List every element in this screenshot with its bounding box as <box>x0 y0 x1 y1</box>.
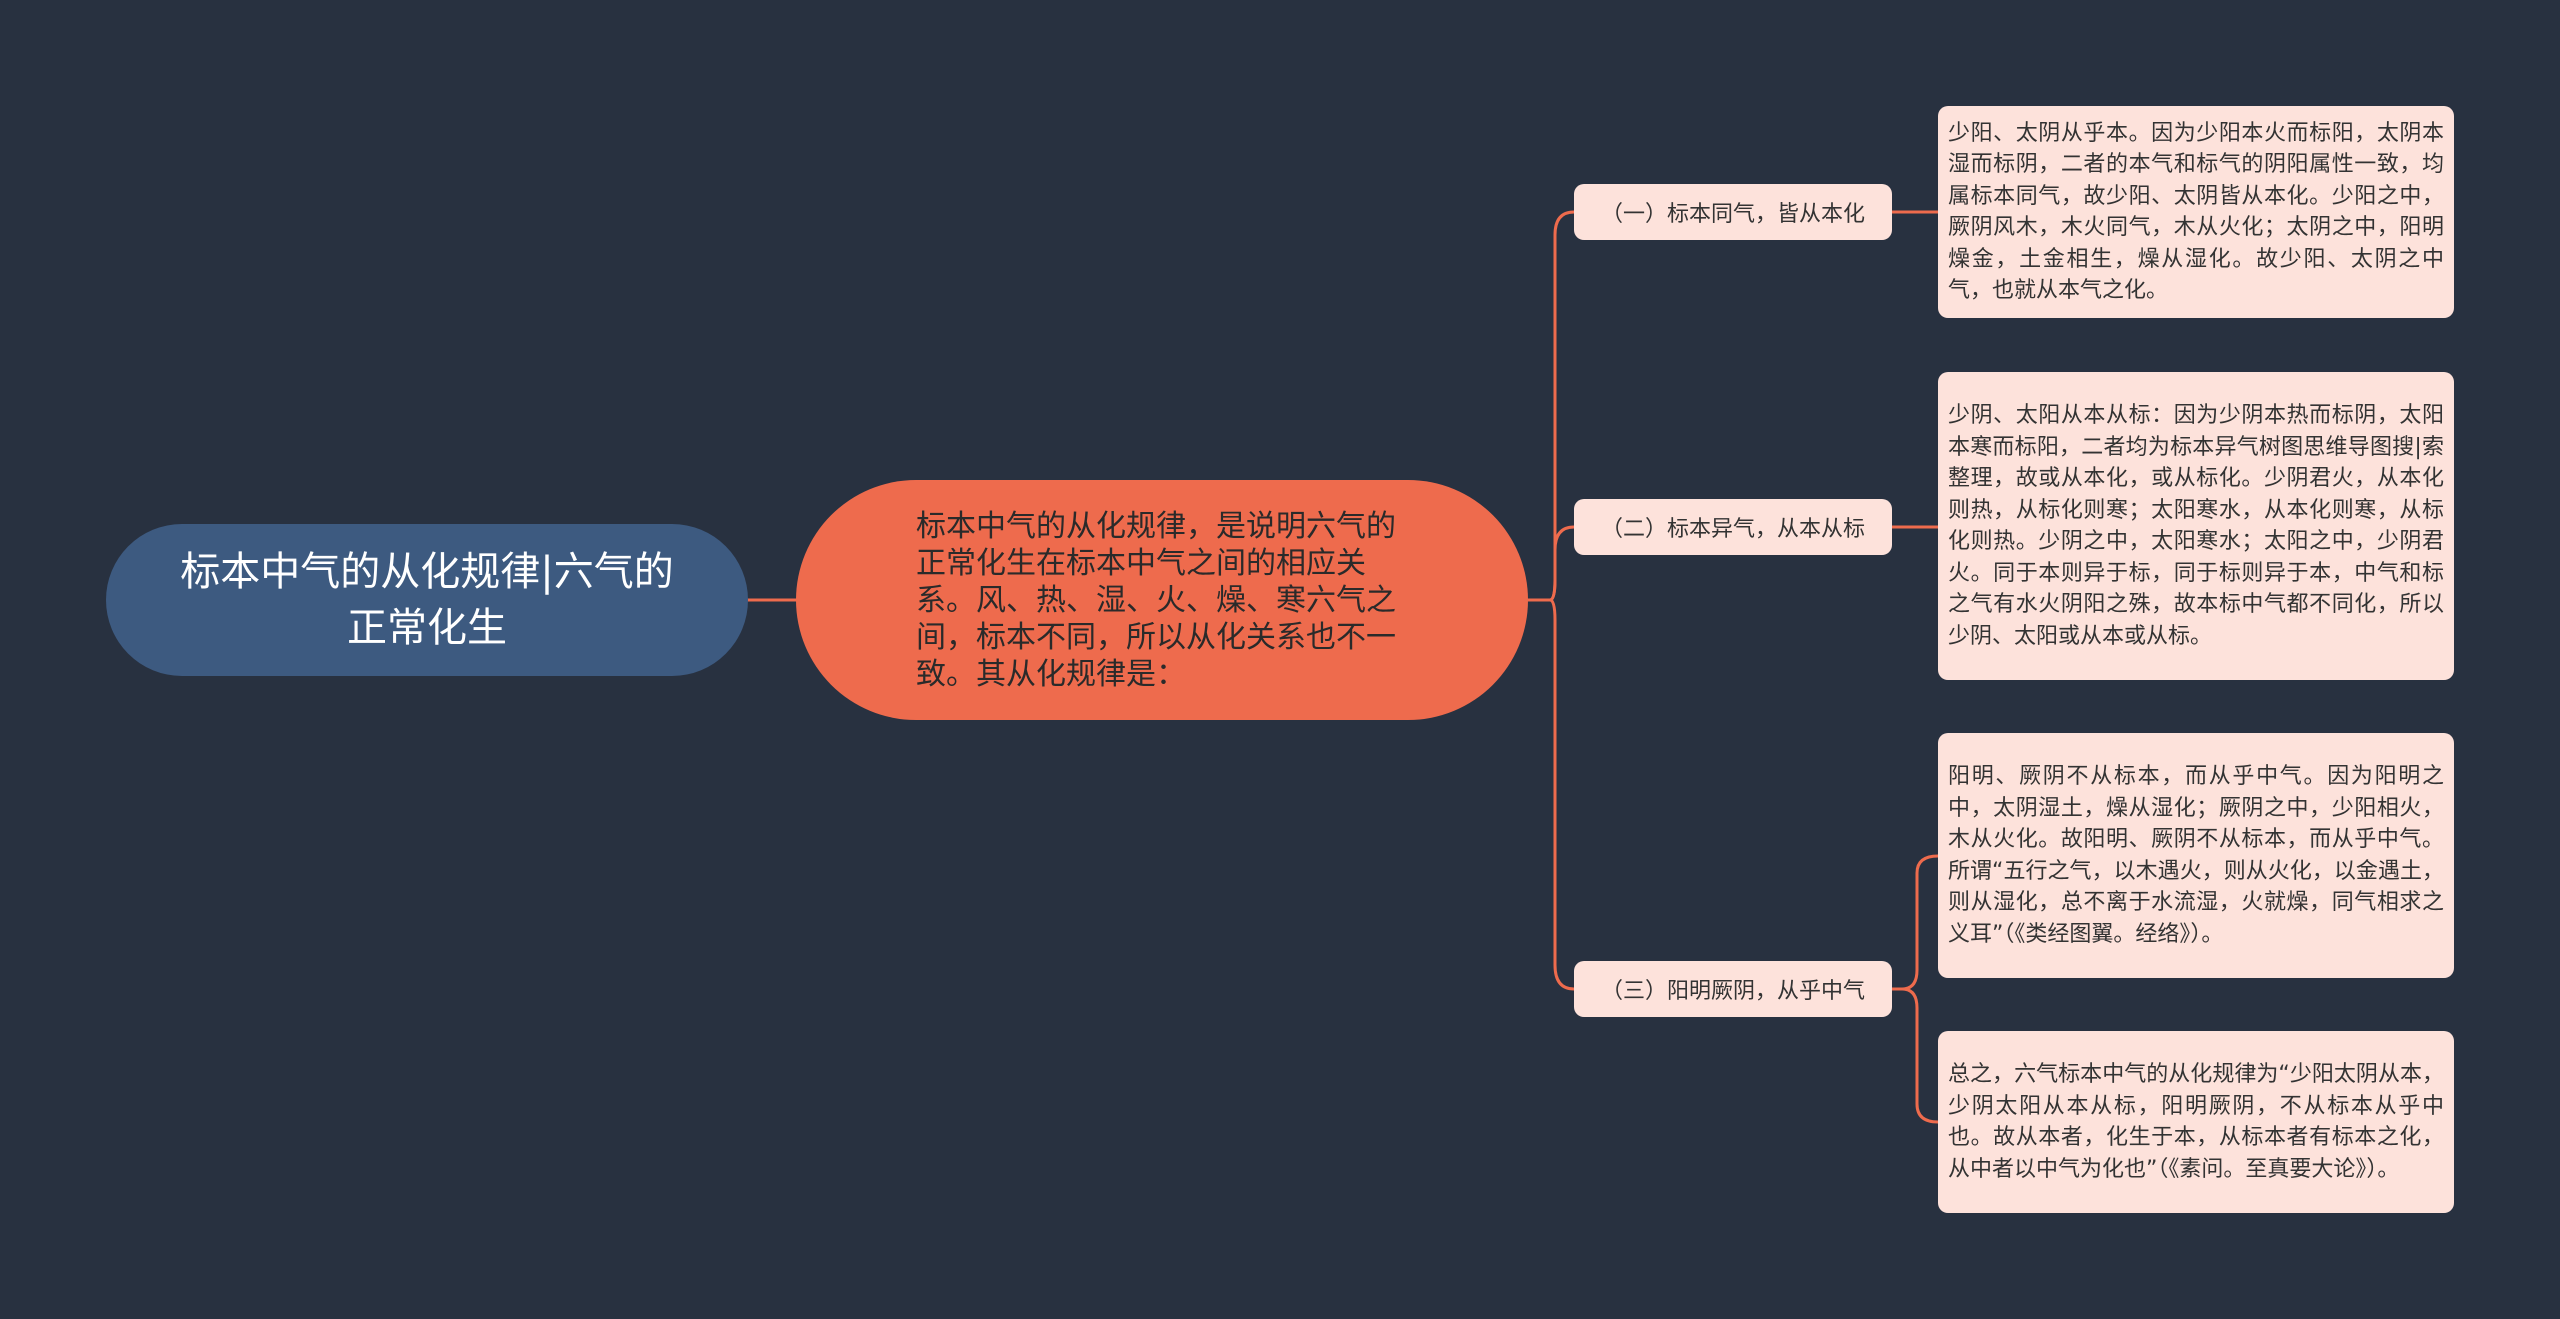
central-topic-text: 标本中气的从化规律，是说明六气的正常化生在标本中气之间的相应关系。风、热、湿、火… <box>916 508 1396 692</box>
branch-node-2[interactable]: （二）标本异气，从本从标 <box>1574 499 1892 555</box>
connector-branch-3-leaf-2 <box>1890 987 1940 1124</box>
branch-label: （三）阳明厥阴，从乎中气 <box>1600 979 1865 1004</box>
root-topic[interactable]: 标本中气的从化规律|六气的正常化生 <box>106 524 748 676</box>
branch-node-3[interactable]: （三）阳明厥阴，从乎中气 <box>1574 961 1892 1017</box>
connector-center-branch-1 <box>1526 210 1576 602</box>
connector-center-branch-3 <box>1526 598 1576 991</box>
detail-node-4[interactable]: 总之，六气标本中气的从化规律为“少阳太阴从本，少阴太阳从本从标，阳明厥阴，不从标… <box>1938 1031 2454 1213</box>
connector-branch-3-leaf-1 <box>1890 854 1940 991</box>
connector-center-branch-2 <box>1526 525 1576 602</box>
detail-node-1[interactable]: 少阳、太阴从乎本。因为少阳本火而标阳，太阴本湿而标阴，二者的本气和标气的阴阳属性… <box>1938 106 2454 318</box>
detail-text: 少阳、太阴从乎本。因为少阳本火而标阳，太阴本湿而标阴，二者的本气和标气的阴阳属性… <box>1948 120 2444 304</box>
central-topic[interactable]: 标本中气的从化规律，是说明六气的正常化生在标本中气之间的相应关系。风、热、湿、火… <box>796 480 1528 720</box>
branch-node-1[interactable]: （一）标本同气，皆从本化 <box>1574 184 1892 240</box>
detail-text: 少阴、太阳从本从标：因为少阴本热而标阴，太阳本寒而标阳，二者均为标本异气树图思维… <box>1948 403 2444 649</box>
detail-text: 阳明、厥阴不从标本，而从乎中气。因为阳明之中，太阴湿土，燥从湿化；厥阴之中，少阳… <box>1948 764 2444 947</box>
branch-label: （一）标本同气，皆从本化 <box>1600 202 1865 227</box>
root-topic-text: 标本中气的从化规律|六气的正常化生 <box>180 549 674 651</box>
branch-label: （二）标本异气，从本从标 <box>1600 517 1865 542</box>
detail-node-3[interactable]: 阳明、厥阴不从标本，而从乎中气。因为阳明之中，太阴湿土，燥从湿化；厥阴之中，少阳… <box>1938 733 2454 978</box>
detail-text: 总之，六气标本中气的从化规律为“少阳太阴从本，少阴太阳从本从标，阳明厥阴，不从标… <box>1948 1062 2444 1182</box>
detail-node-2[interactable]: 少阴、太阳从本从标：因为少阴本热而标阴，太阳本寒而标阳，二者均为标本异气树图思维… <box>1938 372 2454 680</box>
